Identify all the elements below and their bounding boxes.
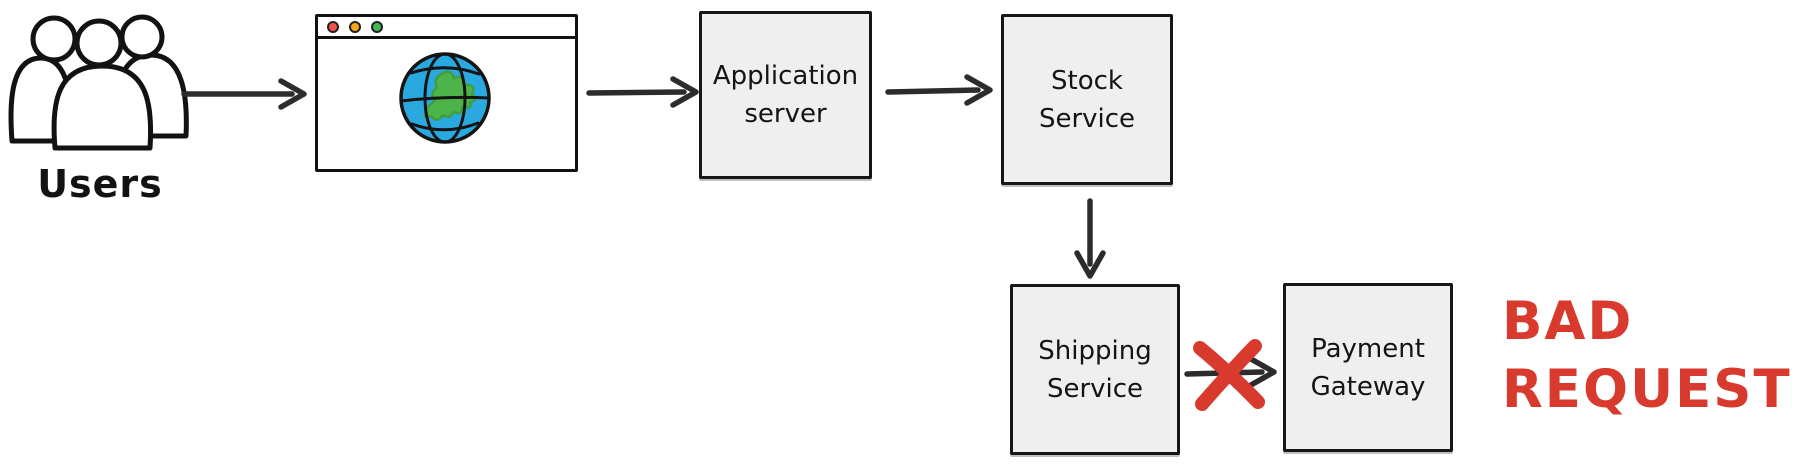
globe-icon [399,52,491,144]
users-label: Users [37,162,163,206]
application-server-label-line1: Application [712,61,859,91]
traffic-light-red-icon [327,20,339,33]
users-group-icon [8,14,189,151]
bad-request-line1: BAD [1502,291,1634,352]
stock-service-label-line2: Service [1038,103,1136,134]
node-shipping-service: Shipping Service [1010,284,1180,455]
bad-request-line2: REQUEST [1502,359,1792,420]
arrow-users-to-browser [181,78,307,110]
arrow-shipping-service-to-payment-gateway [1184,356,1277,388]
node-payment-gateway: Payment Gateway [1283,283,1453,452]
traffic-light-green-icon [371,20,383,33]
arrow-browser-to-application-server [586,76,699,108]
node-stock-service: Stock Service [1001,14,1173,185]
application-server-label-line2: server [744,99,827,129]
browser-titlebar [318,17,575,39]
arrow-stock-service-to-shipping-service [1074,198,1106,279]
node-users: Users [8,6,193,206]
bad-request-label: BAD REQUEST [1502,288,1795,424]
shipping-service-label-line2: Service [1046,373,1144,404]
shipping-service-label-line1: Shipping [1038,335,1152,366]
stock-service-label-line1: Stock [1051,65,1123,96]
traffic-light-yellow-icon [349,20,361,33]
arrow-application-server-to-stock-service [885,74,993,106]
blocked-x-icon [1193,339,1265,411]
node-application-server: Application server [699,11,872,179]
payment-gateway-label-line1: Payment [1311,333,1425,364]
payment-gateway-label-line2: Gateway [1310,371,1426,402]
browser-window [315,14,578,172]
